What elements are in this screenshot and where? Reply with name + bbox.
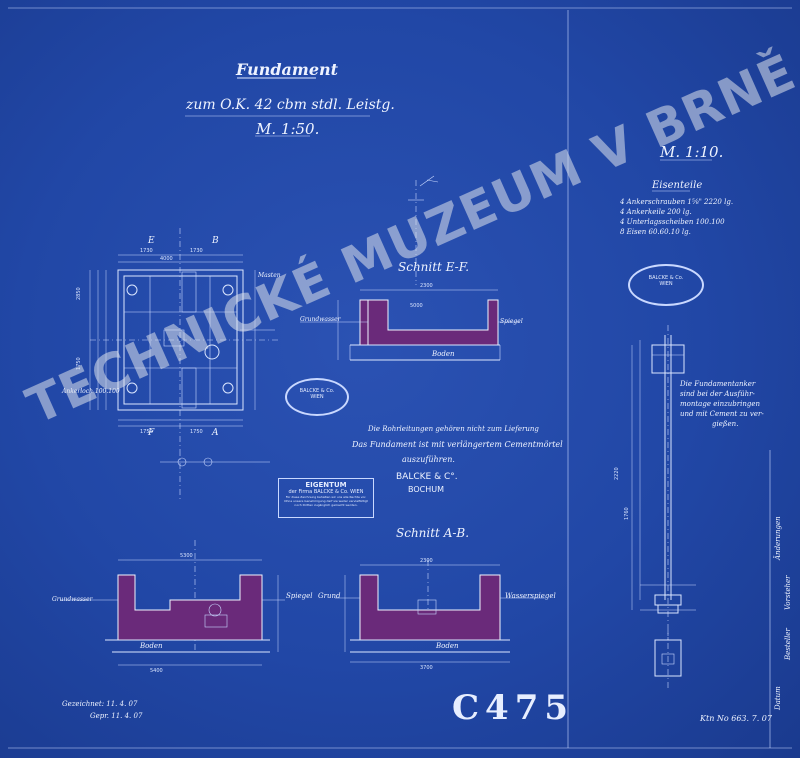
svg-text:1730: 1730 xyxy=(190,248,203,254)
svg-text:4000: 4000 xyxy=(160,256,173,262)
eigentum-stamp: EIGENTUM der Firma BALCKE & Co. WIEN Für… xyxy=(278,478,374,518)
parts-item: 8 Eisen 60.60.10 lg. xyxy=(620,228,691,236)
signature-checked: Gepr. 11. 4. 07 xyxy=(90,712,143,720)
section-marker-f: F xyxy=(148,428,155,438)
svg-text:1750: 1750 xyxy=(140,429,153,435)
eigentum-title: EIGENTUM xyxy=(305,481,347,489)
spiegel-right-label: Spiegel xyxy=(500,318,523,325)
section-marker-a: A xyxy=(212,428,219,438)
company-oval-stamp-right: BALCKE & Co. WIEN xyxy=(628,264,704,306)
svg-text:1750: 1750 xyxy=(190,429,203,435)
oval-stamp-city: WIEN xyxy=(310,394,324,400)
section-ef-label: Schnitt E-F. xyxy=(398,260,470,274)
note-line-3: auszuführen. xyxy=(402,455,455,464)
svg-text:5000: 5000 xyxy=(410,303,423,309)
section-ab-drawing: 2300 3700 xyxy=(335,558,545,671)
svg-text:1730: 1730 xyxy=(140,248,153,254)
svg-text:1760: 1760 xyxy=(624,507,630,520)
section-cd-drawing: 5300 5400 xyxy=(60,540,285,674)
parts-item: 4 Ankerkeile 200 lg. xyxy=(620,208,692,216)
sheet-reference: Ktn No 663. 7. 07 xyxy=(700,714,772,723)
anchor-note-line: sind bei der Ausführ- xyxy=(680,390,755,398)
grundwasser-label: Grundwasser xyxy=(300,316,341,323)
anchor-bolt-drawing: 2220 1760 xyxy=(614,325,696,690)
section-marker-b: B xyxy=(212,236,219,246)
drawing-scale: M. 1:50. xyxy=(256,120,320,138)
eigentum-small: Für diese Zeichnung behalten wir uns all… xyxy=(285,495,367,499)
boden-label: Boden xyxy=(140,642,163,650)
svg-text:3700: 3700 xyxy=(420,665,433,671)
catalog-number: C475 xyxy=(452,688,575,728)
signature-drawn: Gezeichnet: 11. 4. 07 xyxy=(62,700,138,708)
detail-scale: M. 1:10. xyxy=(660,143,724,161)
drawing-title: Fundament xyxy=(236,60,339,79)
drawing-subtitle: zum O.K. 42 cbm stdl. Leistg. xyxy=(186,97,395,113)
svg-text:2850: 2850 xyxy=(76,287,82,300)
balcke-stamp-line2: BOCHUM xyxy=(408,485,445,494)
eigentum-small: noch Dritten zugänglich gemacht werden. xyxy=(294,503,358,507)
section-ef-drawing: 2300 5000 xyxy=(300,175,520,361)
water-level-label: Wasserspiegel xyxy=(505,592,556,600)
svg-text:1750: 1750 xyxy=(76,357,82,370)
svg-text:2300: 2300 xyxy=(420,283,433,289)
oval-stamp-firm: BALCKE & Co. xyxy=(299,388,335,394)
eigentum-small: Ohne unsere Genehmigung darf sie weder v… xyxy=(284,499,368,503)
eigentum-firm: der Firma BALCKE & Co. WIEN xyxy=(288,489,364,495)
grund-label: Grund xyxy=(318,592,341,600)
ankerloch-label: Ankerloch 100.100 xyxy=(62,388,120,395)
svg-text:5400: 5400 xyxy=(150,668,163,674)
plan-view: 1730 1730 1750 1750 4000 2850 1750 xyxy=(76,228,280,500)
grundwasser-left-label: Grundwasser xyxy=(52,596,93,603)
parts-heading: Eisenteile xyxy=(652,180,703,191)
anchor-note-line: und mit Cement zu ver- xyxy=(680,410,764,418)
company-oval-stamp-left: BALCKE & Co. WIEN xyxy=(285,378,349,416)
spiegel-label: Spiegel xyxy=(286,592,313,600)
balcke-stamp-line1: BALCKE & C°. xyxy=(396,472,458,482)
note-line-2: Das Fundament ist mit verlängertem Cemen… xyxy=(352,440,563,449)
svg-text:2220: 2220 xyxy=(614,467,620,480)
parts-item: 4 Unterlagsscheiben 100.100 xyxy=(620,218,725,226)
section-marker-e: E xyxy=(148,236,155,246)
svg-text:5300: 5300 xyxy=(180,553,193,559)
title-block-head: Vorsteher xyxy=(784,575,792,610)
title-block-customer: Besteller xyxy=(784,628,792,660)
oval-stamp-city: WIEN xyxy=(659,281,673,287)
parts-item: 4 Ankerschrauben 1⅝" 2220 lg. xyxy=(620,198,734,206)
anchor-note-line: gießen. xyxy=(712,420,739,428)
anchor-note-line: montage einzubringen xyxy=(680,400,760,408)
title-block-changes: Änderungen xyxy=(774,516,782,560)
boden-label: Boden xyxy=(432,350,455,358)
title-block-date: Datum xyxy=(774,686,782,710)
oval-stamp-firm: BALCKE & Co. xyxy=(648,275,684,281)
section-ab-label: Schnitt A-B. xyxy=(396,526,470,540)
svg-text:2300: 2300 xyxy=(420,558,433,564)
masten-label: Masten xyxy=(258,272,281,279)
note-line-1: Die Rohrleitungen gehören nicht zum Lief… xyxy=(368,425,539,433)
anchor-note-line: Die Fundamentanker xyxy=(680,380,756,388)
boden-label: Boden xyxy=(436,642,459,650)
